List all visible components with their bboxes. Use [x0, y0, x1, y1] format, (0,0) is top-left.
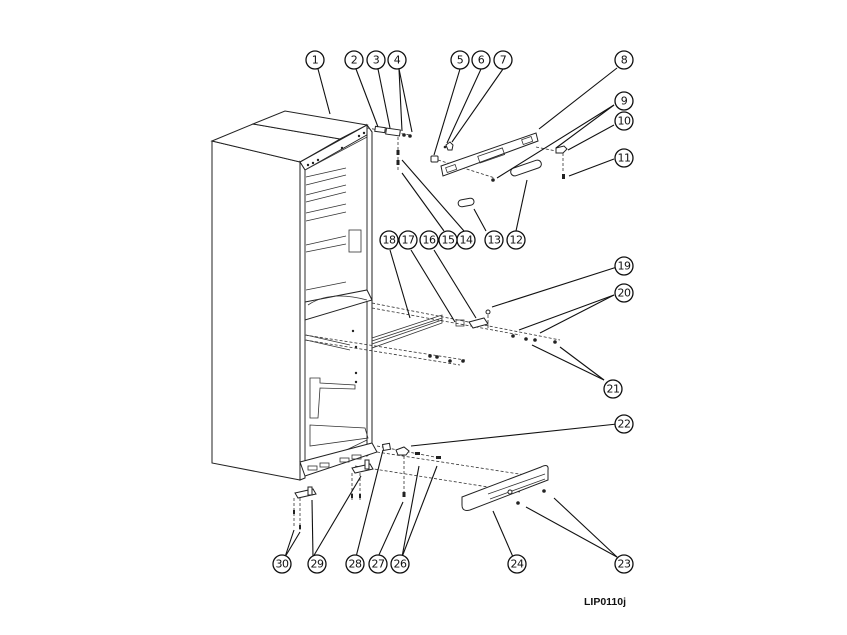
foot-left [294, 488, 317, 499]
callout-label: 18 [383, 234, 396, 247]
callout-24: 24 [507, 554, 527, 574]
callout-label: 9 [621, 95, 628, 108]
callout-label: 8 [621, 54, 628, 67]
divider-curve [307, 295, 368, 306]
callout-label: 28 [349, 558, 362, 571]
callout-16: 16 [419, 230, 439, 250]
plinth-vents [307, 454, 362, 471]
callout-label: 11 [618, 152, 631, 165]
callout-11: 11 [614, 148, 634, 168]
callout-21: 21 [603, 379, 623, 399]
callout-5: 5 [450, 50, 470, 70]
foot-right [351, 463, 374, 474]
callout-label: 3 [373, 54, 380, 67]
screw-holes [306, 131, 366, 384]
callout-label: 2 [351, 54, 358, 67]
callout-20: 20 [614, 283, 634, 303]
callout-label: 24 [511, 558, 524, 571]
callout-label: 15 [442, 234, 455, 247]
bottom-tray [309, 424, 369, 447]
interior-ribs [305, 167, 347, 291]
callout-6: 6 [471, 50, 491, 70]
callout-label: 30 [276, 558, 289, 571]
drawer-rail [371, 314, 443, 349]
callout-1: 1 [305, 50, 325, 70]
callout-2: 2 [344, 50, 364, 70]
hinge-bracket [385, 127, 401, 137]
callout-label: 10 [618, 115, 631, 128]
callout-label: 23 [618, 558, 631, 571]
callout-15: 15 [438, 230, 458, 250]
callout-label: 6 [478, 54, 485, 67]
callout-12: 12 [506, 230, 526, 250]
middle-hinge [468, 317, 489, 329]
callout-18: 18 [379, 230, 399, 250]
callout-label: 16 [423, 234, 436, 247]
callout-3: 3 [366, 50, 386, 70]
bottom-hinge [395, 446, 410, 456]
callout-label: 1 [312, 54, 319, 67]
callout-label: 12 [510, 234, 523, 247]
bottom-parts [293, 442, 549, 530]
interior-back [304, 136, 368, 471]
label-strip-large [510, 159, 542, 177]
callout-9: 9 [614, 91, 634, 111]
callout-28: 28 [345, 554, 365, 574]
callout-22: 22 [614, 414, 634, 434]
callout-13: 13 [484, 230, 504, 250]
callout-label: 20 [618, 287, 631, 300]
callout-8: 8 [614, 50, 634, 70]
callout-27: 27 [368, 554, 388, 574]
callout-label: 4 [394, 54, 401, 67]
callout-label: 27 [372, 558, 385, 571]
callout-label: 21 [607, 383, 620, 396]
callout-label: 7 [500, 54, 507, 67]
top-hinge-parts [366, 125, 412, 172]
diagram-reference-code: LIP0110j [584, 596, 627, 608]
callout-14: 14 [456, 230, 476, 250]
hinge-plate [374, 125, 386, 134]
callout-26: 26 [390, 554, 410, 574]
divider-shelf [304, 289, 373, 321]
callout-4: 4 [387, 50, 407, 70]
control-panel-window [348, 229, 362, 253]
leader-lines [284, 67, 618, 558]
callout-label: 17 [402, 234, 415, 247]
cabinet-front-frame [299, 160, 306, 481]
callout-19: 19 [614, 256, 634, 276]
cabinet [210, 110, 378, 481]
callout-label: 19 [618, 260, 631, 273]
spring-clip [555, 145, 568, 154]
callout-label: 5 [457, 54, 464, 67]
callout-label: 29 [311, 558, 324, 571]
callout-label: 13 [488, 234, 501, 247]
label-strip-small [457, 197, 475, 208]
clip [445, 141, 454, 151]
small-cap [430, 155, 439, 163]
drain-tube [309, 377, 356, 419]
callout-29: 29 [307, 554, 327, 574]
callout-7: 7 [493, 50, 513, 70]
callout-23: 23 [614, 554, 634, 574]
top-cover-assembly [430, 132, 568, 208]
callout-30: 30 [272, 554, 292, 574]
callout-label: 22 [618, 418, 631, 431]
top-cover-trim [440, 132, 539, 177]
middle-hinge-parts [304, 302, 561, 366]
bottom-spacer [381, 442, 392, 452]
callout-label: 14 [460, 234, 473, 247]
callout-17: 17 [398, 230, 418, 250]
callout-10: 10 [614, 111, 634, 131]
cabinet-side-panel [211, 140, 301, 481]
callout-label: 26 [394, 558, 407, 571]
